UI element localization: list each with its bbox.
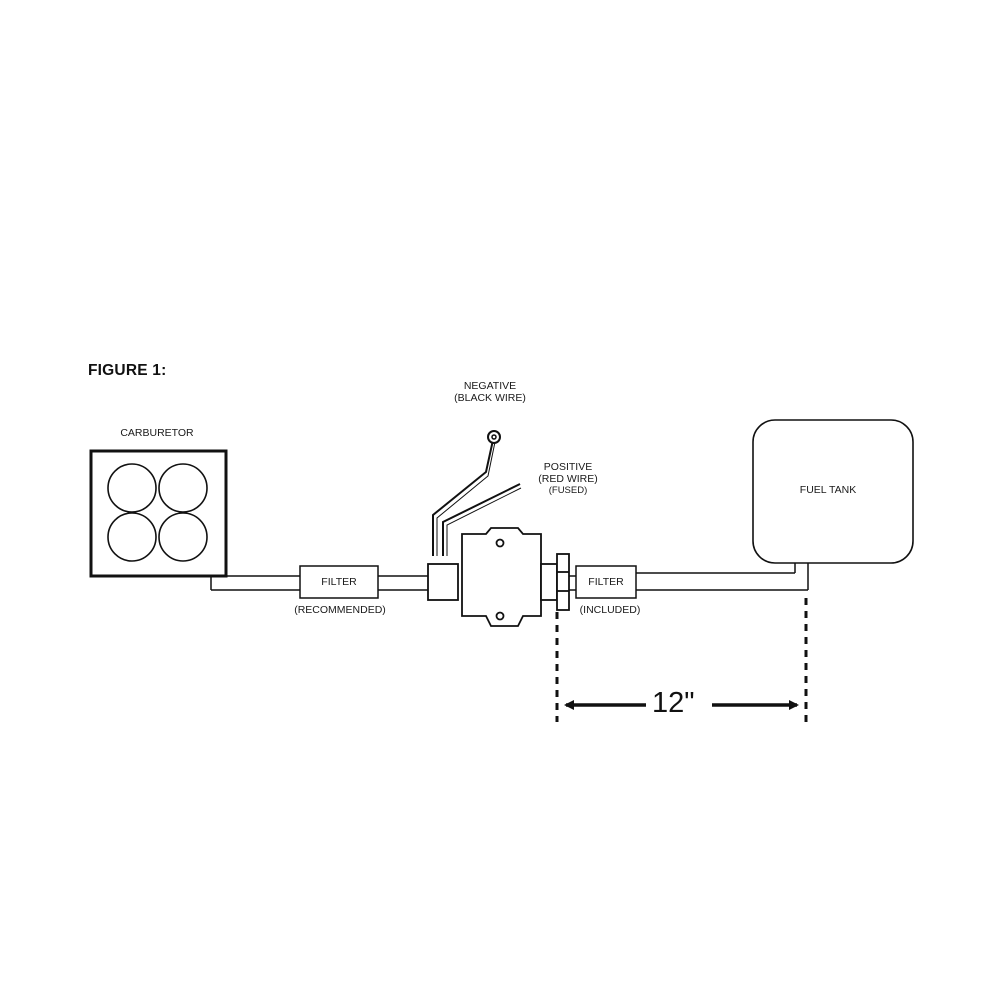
positive-wire-label-line1: POSITIVE (543, 461, 593, 473)
positive-wire-label-line3: (FUSED) (548, 485, 588, 496)
positive-wire-label: POSITIVE (RED WIRE) (FUSED) (518, 461, 618, 497)
positive-wire (442, 483, 521, 556)
carburetor (89, 449, 228, 578)
negative-wire-label: NEGATIVE (BLACK WIRE) (435, 380, 545, 404)
filter-right-note: (INCLUDED) (579, 604, 641, 616)
filter-left-label: FILTER (321, 576, 357, 588)
carburetor-barrel (158, 463, 208, 513)
negative-wire (432, 439, 494, 556)
fuel-line-right (569, 563, 809, 591)
filter-left-note: (RECOMMENDED) (294, 604, 386, 616)
negative-wire-label-line2: (BLACK WIRE) (454, 392, 526, 404)
carburetor-label: CARBURETOR (120, 427, 194, 439)
pump-body (461, 527, 542, 627)
fuel-line-left (210, 575, 428, 591)
filter-right-label: FILTER (588, 576, 624, 588)
fuel-tank (752, 419, 914, 564)
carburetor-barrel (107, 463, 157, 513)
filter-left (299, 565, 379, 599)
figure-title: FIGURE 1: (88, 362, 167, 379)
dimension-label: 12" (652, 687, 695, 719)
pump-inlet-fitting (427, 563, 459, 601)
pump-outlet-fitting (540, 563, 558, 601)
positive-wire-label-line2: (RED WIRE) (538, 472, 598, 485)
carburetor-barrel (107, 512, 157, 562)
carburetor-barrel (158, 512, 208, 562)
fuel-tank-label: FUEL TANK (799, 484, 857, 496)
dimension-12-inch (555, 598, 808, 722)
fuel-pump (427, 527, 570, 627)
filter-right (575, 565, 637, 599)
pump-wires (432, 430, 522, 556)
negative-wire-label-line1: NEGATIVE (463, 380, 517, 392)
pump-hex-nut (556, 553, 570, 611)
